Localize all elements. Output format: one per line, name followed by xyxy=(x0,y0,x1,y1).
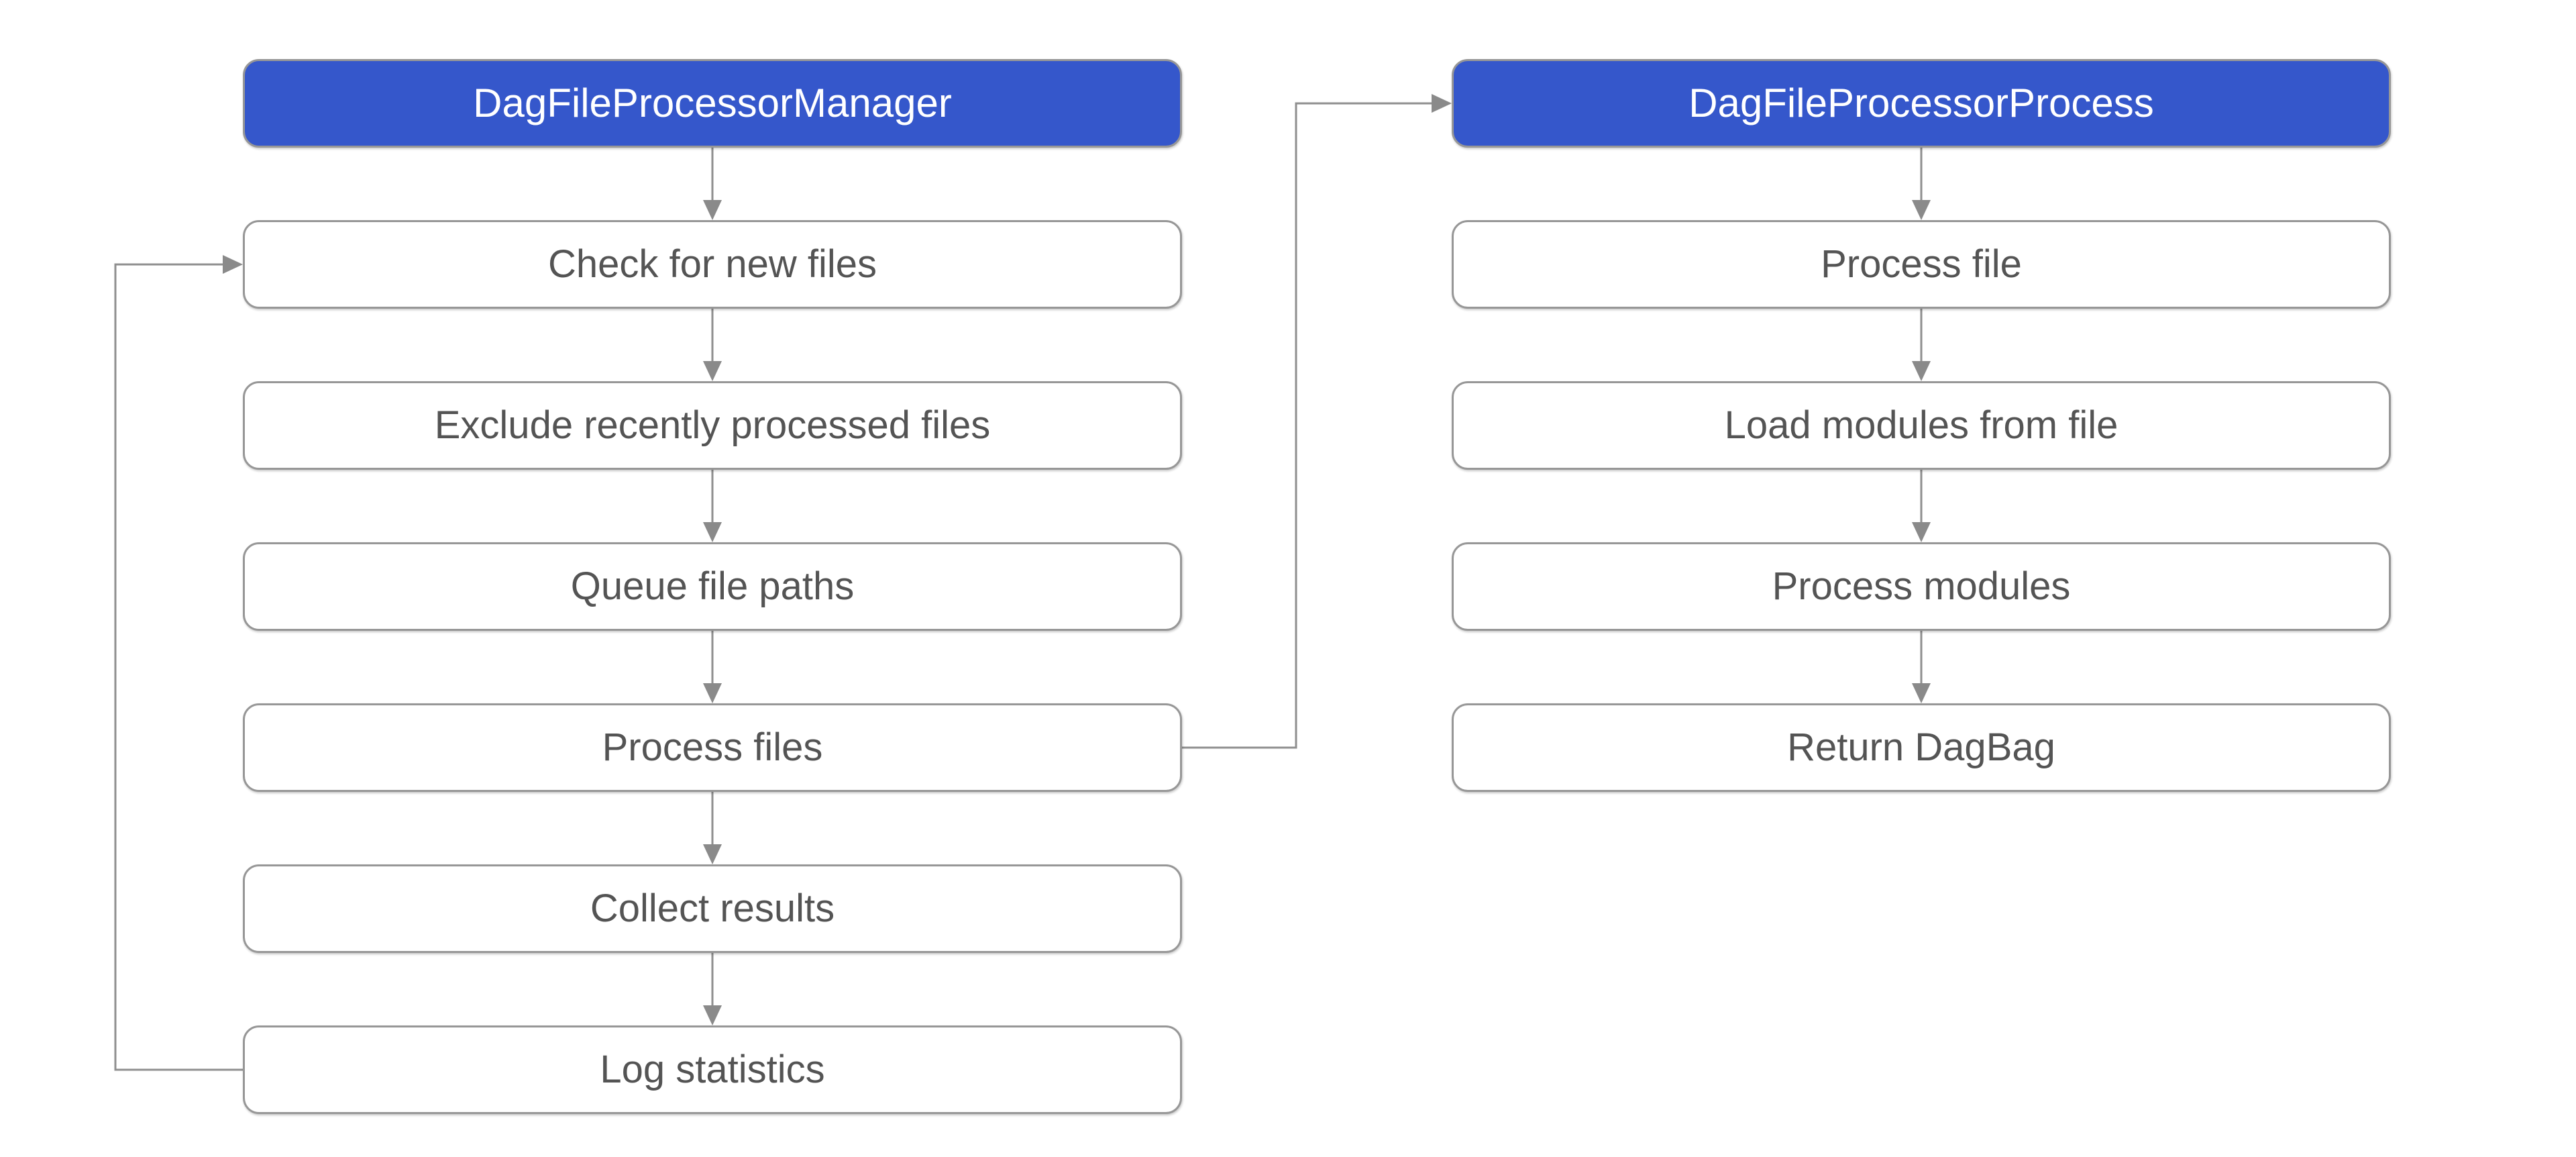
edge-queue-to-process-files xyxy=(703,631,722,703)
edge-process-files-to-processor-process xyxy=(1182,94,1452,749)
edge-load-modules-to-process-modules xyxy=(1912,470,1931,542)
edge-collect-results-to-log-statistics xyxy=(703,953,722,1025)
node-exclude-recently-processed-files: Exclude recently processed files xyxy=(243,381,1182,470)
node-process-files: Process files xyxy=(243,703,1182,792)
node-collect-results: Collect results xyxy=(243,864,1182,953)
node-log-statistics: Log statistics xyxy=(243,1025,1182,1114)
edge-exclude-to-queue xyxy=(703,470,722,542)
edge-process-files-to-collect-results xyxy=(703,792,722,864)
edge-manager-to-check-for-new-files xyxy=(703,148,722,220)
node-queue-file-paths: Queue file paths xyxy=(243,542,1182,631)
node-process-modules: Process modules xyxy=(1452,542,2391,631)
header-dagfileprocessormanager: DagFileProcessorManager xyxy=(243,59,1182,148)
edge-log-statistics-to-check-loopback xyxy=(114,255,243,1071)
edge-processor-process-to-process-file xyxy=(1912,148,1931,220)
node-return-dagbag: Return DagBag xyxy=(1452,703,2391,792)
edge-process-file-to-load-modules xyxy=(1912,309,1931,381)
node-check-for-new-files: Check for new files xyxy=(243,220,1182,309)
node-process-file: Process file xyxy=(1452,220,2391,309)
edge-check-to-exclude xyxy=(703,309,722,381)
node-load-modules-from-file: Load modules from file xyxy=(1452,381,2391,470)
header-dagfileprocessorprocess: DagFileProcessorProcess xyxy=(1452,59,2391,148)
edge-process-modules-to-return-dagbag xyxy=(1912,631,1931,703)
